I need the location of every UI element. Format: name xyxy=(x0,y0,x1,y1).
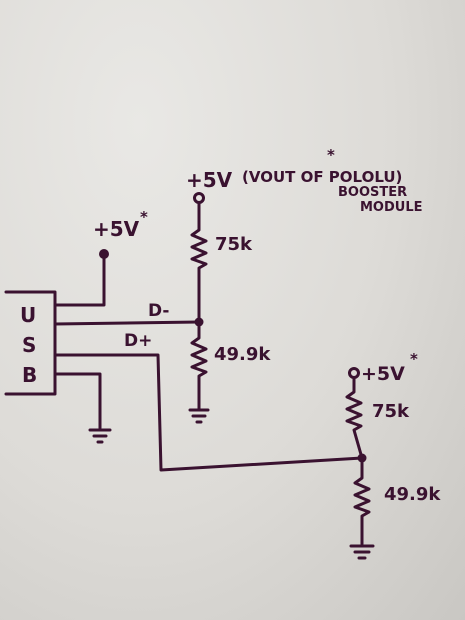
divider-dminus: +5V (VOUT OF POLOLU) * BOOSTER MODULE 75… xyxy=(186,146,423,424)
ground-icon-right xyxy=(349,544,375,560)
resistor-49k9-right xyxy=(353,456,371,546)
ground-icon-top xyxy=(188,408,210,424)
dminus-wire xyxy=(53,320,201,326)
dminus-label: D- xyxy=(148,301,169,321)
top-supply-terminal xyxy=(193,192,205,204)
dplus-label: D+ xyxy=(124,331,152,351)
top-supply-note-line1: (VOUT OF POLOLU) xyxy=(242,168,402,186)
resistor-49k9-top-label: 49.9k xyxy=(214,344,271,365)
right-supply-label: +5V xyxy=(361,363,405,385)
top-supply-label: +5V xyxy=(186,168,233,192)
resistor-75k-top xyxy=(190,201,208,324)
dminus-net: D- xyxy=(53,301,201,326)
left-supply-label: +5V xyxy=(93,217,140,241)
usb-connector-outline xyxy=(4,290,57,396)
usb-letter-u: U xyxy=(20,303,36,327)
resistor-75k-right-label: 75k xyxy=(372,401,410,422)
resistor-75k-top-label: 75k xyxy=(215,234,253,255)
usb-letter-b: B xyxy=(22,363,37,387)
divider-dplus: +5V * 75k 49.9k xyxy=(345,350,441,560)
left-supply-star: * xyxy=(140,208,148,226)
usb-ground-net xyxy=(53,372,112,444)
right-supply-terminal xyxy=(348,367,360,379)
usb-connector: U S B xyxy=(4,290,57,396)
vbus-wire xyxy=(53,252,106,307)
usb-letter-s: S xyxy=(22,333,36,357)
resistor-49k9-top xyxy=(190,320,208,412)
right-supply-star: * xyxy=(410,350,418,368)
resistor-49k9-right-label: 49.9k xyxy=(384,484,441,505)
usb-ground-wire xyxy=(53,372,102,430)
ground-icon-usb xyxy=(88,428,112,444)
top-supply-note-line2: BOOSTER xyxy=(338,185,407,200)
dplus-net: D+ xyxy=(53,331,364,472)
top-supply-note-line3: MODULE xyxy=(360,200,423,215)
usb-vbus-net: +5V * xyxy=(53,208,148,307)
resistor-75k-right xyxy=(345,376,364,460)
top-supply-note-star: * xyxy=(327,146,335,164)
dplus-wire xyxy=(53,353,364,472)
vbus-terminal-dot xyxy=(99,249,109,259)
